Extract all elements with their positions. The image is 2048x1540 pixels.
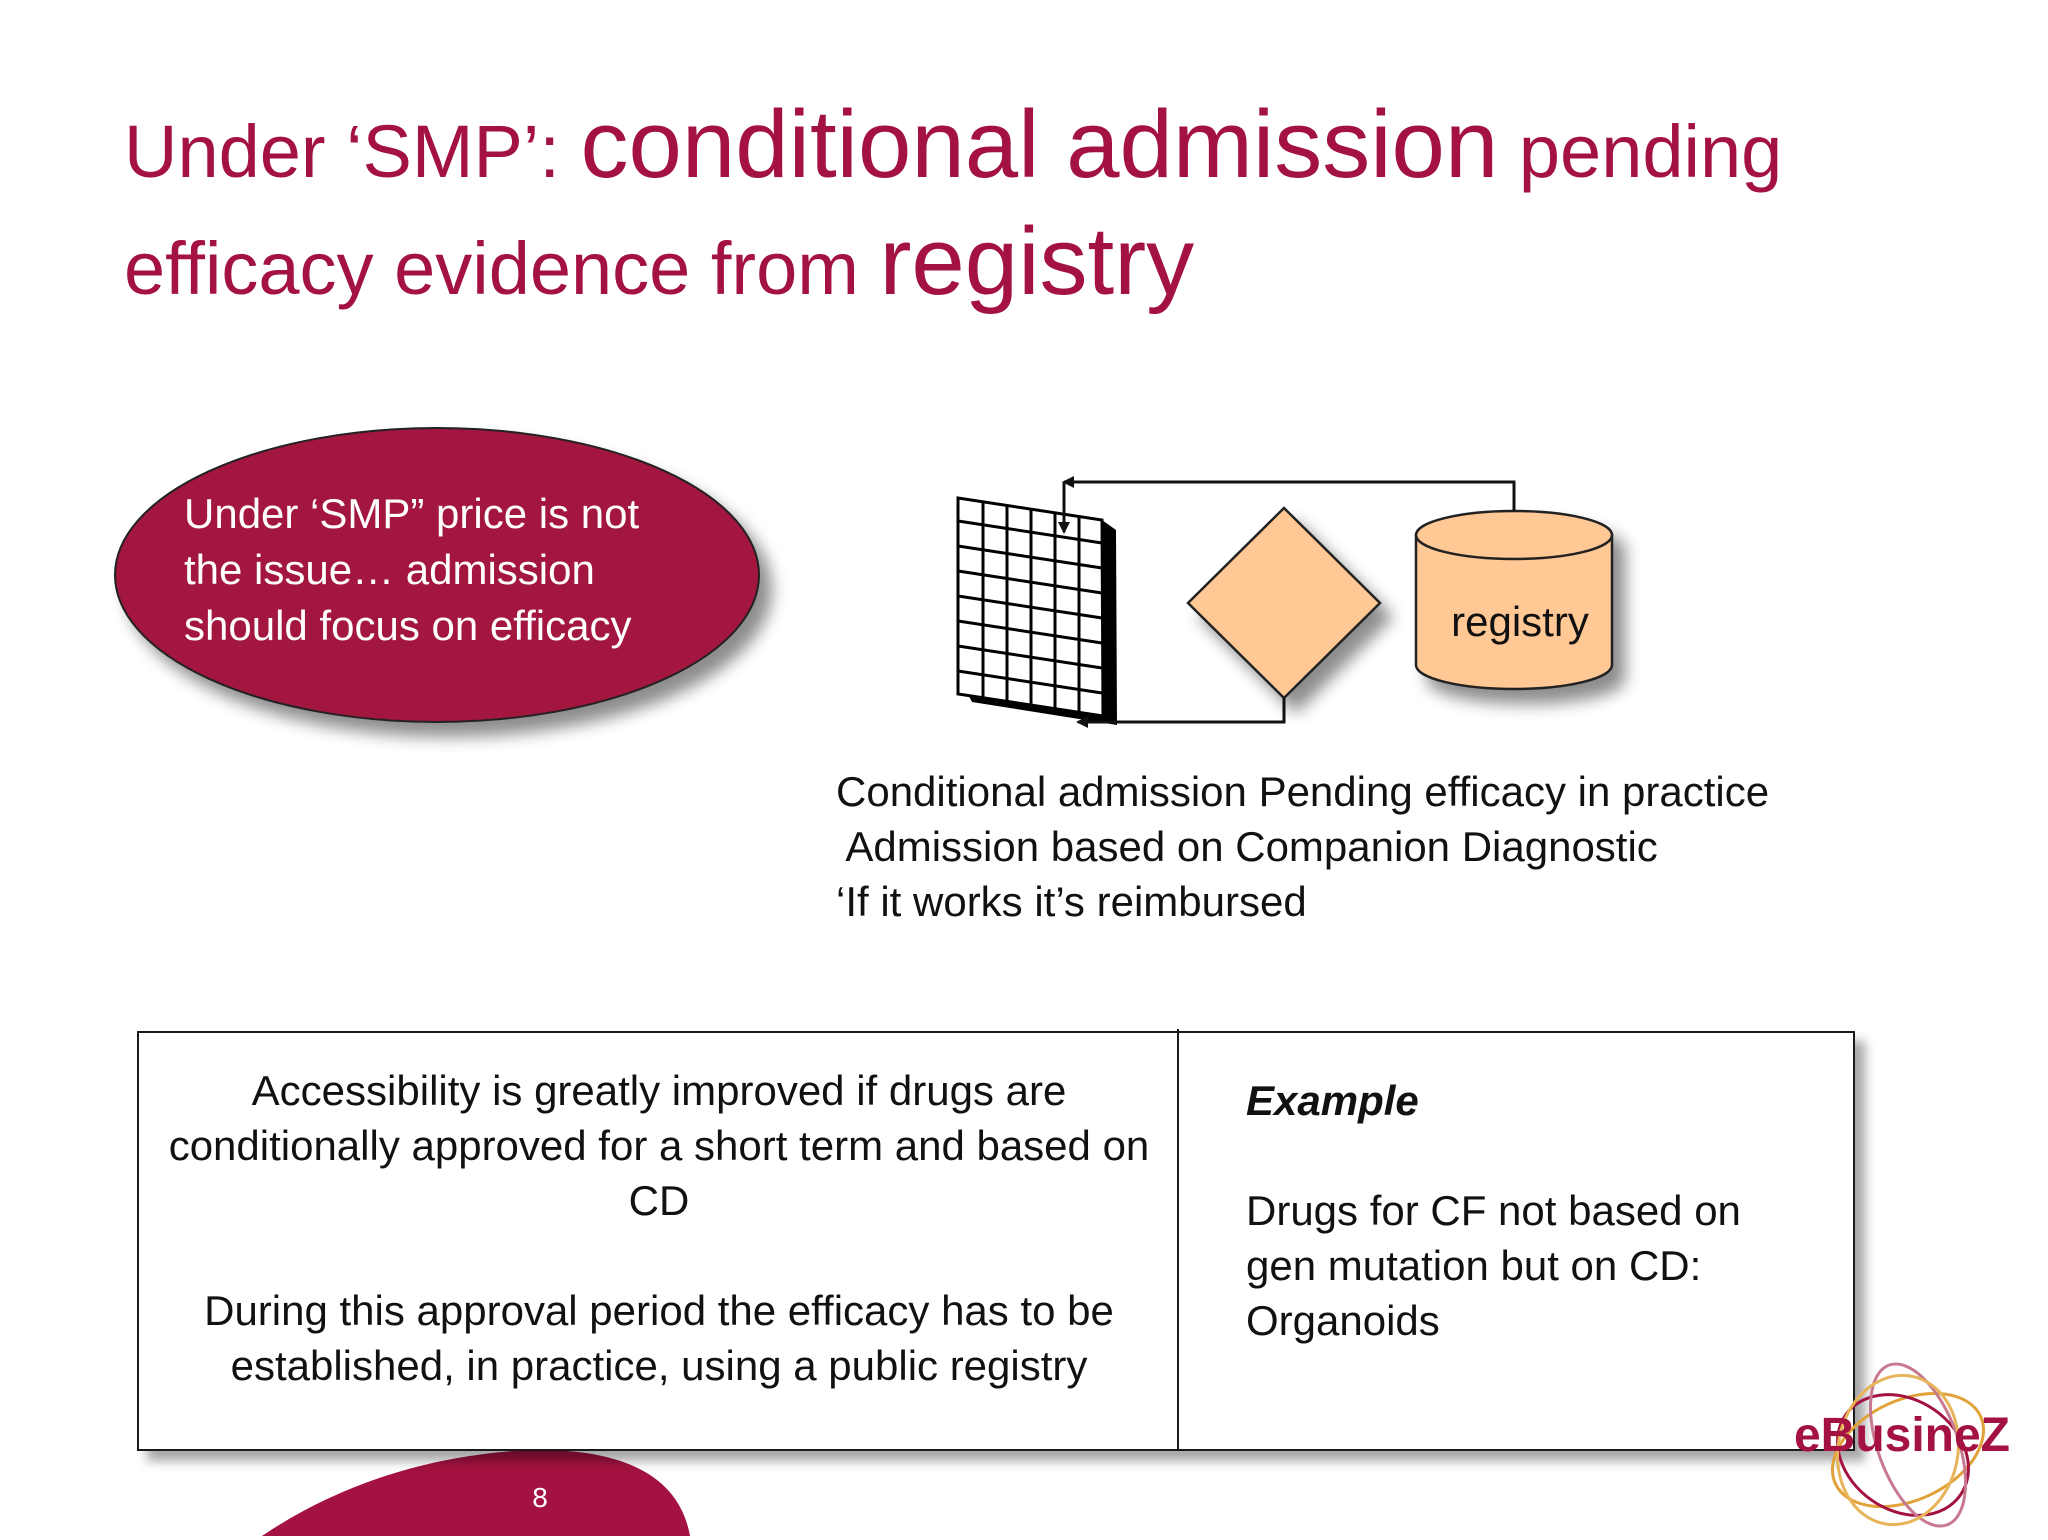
description-line: Conditional admission Pending efficacy i… bbox=[836, 768, 1770, 815]
registry-database-icon bbox=[1414, 509, 1614, 691]
page-number: 8 bbox=[532, 1482, 548, 1513]
decision-diamond bbox=[1186, 506, 1382, 700]
left-paragraph: During this approval period the efficacy… bbox=[204, 1287, 1114, 1389]
table-divider bbox=[1177, 1029, 1179, 1451]
left-paragraph: Accessibility is greatly improved if dru… bbox=[168, 1067, 1150, 1224]
title-part-3: pending efficacy evidence from bbox=[124, 110, 1783, 310]
title-part-2: conditional admission bbox=[580, 91, 1499, 198]
ellipse-line: the issue… admission bbox=[184, 546, 595, 593]
example-line: Drugs for CF not based on bbox=[1246, 1187, 1741, 1234]
ellipse-text: Under ‘SMP” price is not the issue… admi… bbox=[184, 486, 744, 654]
title-part-1: Under ‘SMP’: bbox=[124, 110, 581, 193]
grid-icon bbox=[956, 496, 1117, 725]
price-ellipse bbox=[114, 427, 760, 723]
slide-title: Under ‘SMP’: conditional admission pendi… bbox=[124, 90, 1984, 324]
ellipse-line: Under ‘SMP” price is not bbox=[184, 490, 640, 537]
example-line: Organoids bbox=[1246, 1297, 1440, 1344]
description-line: Admission based on Companion Diagnostic bbox=[836, 823, 1658, 870]
diagram-description: Conditional admission Pending efficacy i… bbox=[836, 764, 1976, 929]
logo-swirl-icon bbox=[1830, 1362, 1986, 1528]
table-left-column: Accessibility is greatly improved if dru… bbox=[139, 1063, 1179, 1393]
registry-label: registry bbox=[1451, 598, 1589, 645]
example-heading: Example bbox=[1246, 1077, 1419, 1124]
ellipse-line: should focus on efficacy bbox=[184, 602, 632, 649]
flow-connectors bbox=[1058, 476, 1516, 728]
title-part-4: registry bbox=[879, 208, 1195, 315]
description-line: ‘If it works it’s reimbursed bbox=[836, 878, 1307, 925]
decorative-red-shape bbox=[262, 1449, 690, 1536]
info-table: Accessibility is greatly improved if dru… bbox=[137, 1029, 1855, 1451]
table-right-column: Example Drugs for CF not based on gen mu… bbox=[1246, 1073, 1826, 1348]
logo-text: eBusineZ bbox=[1793, 1409, 2010, 1462]
example-line: gen mutation but on CD: bbox=[1246, 1242, 1702, 1289]
